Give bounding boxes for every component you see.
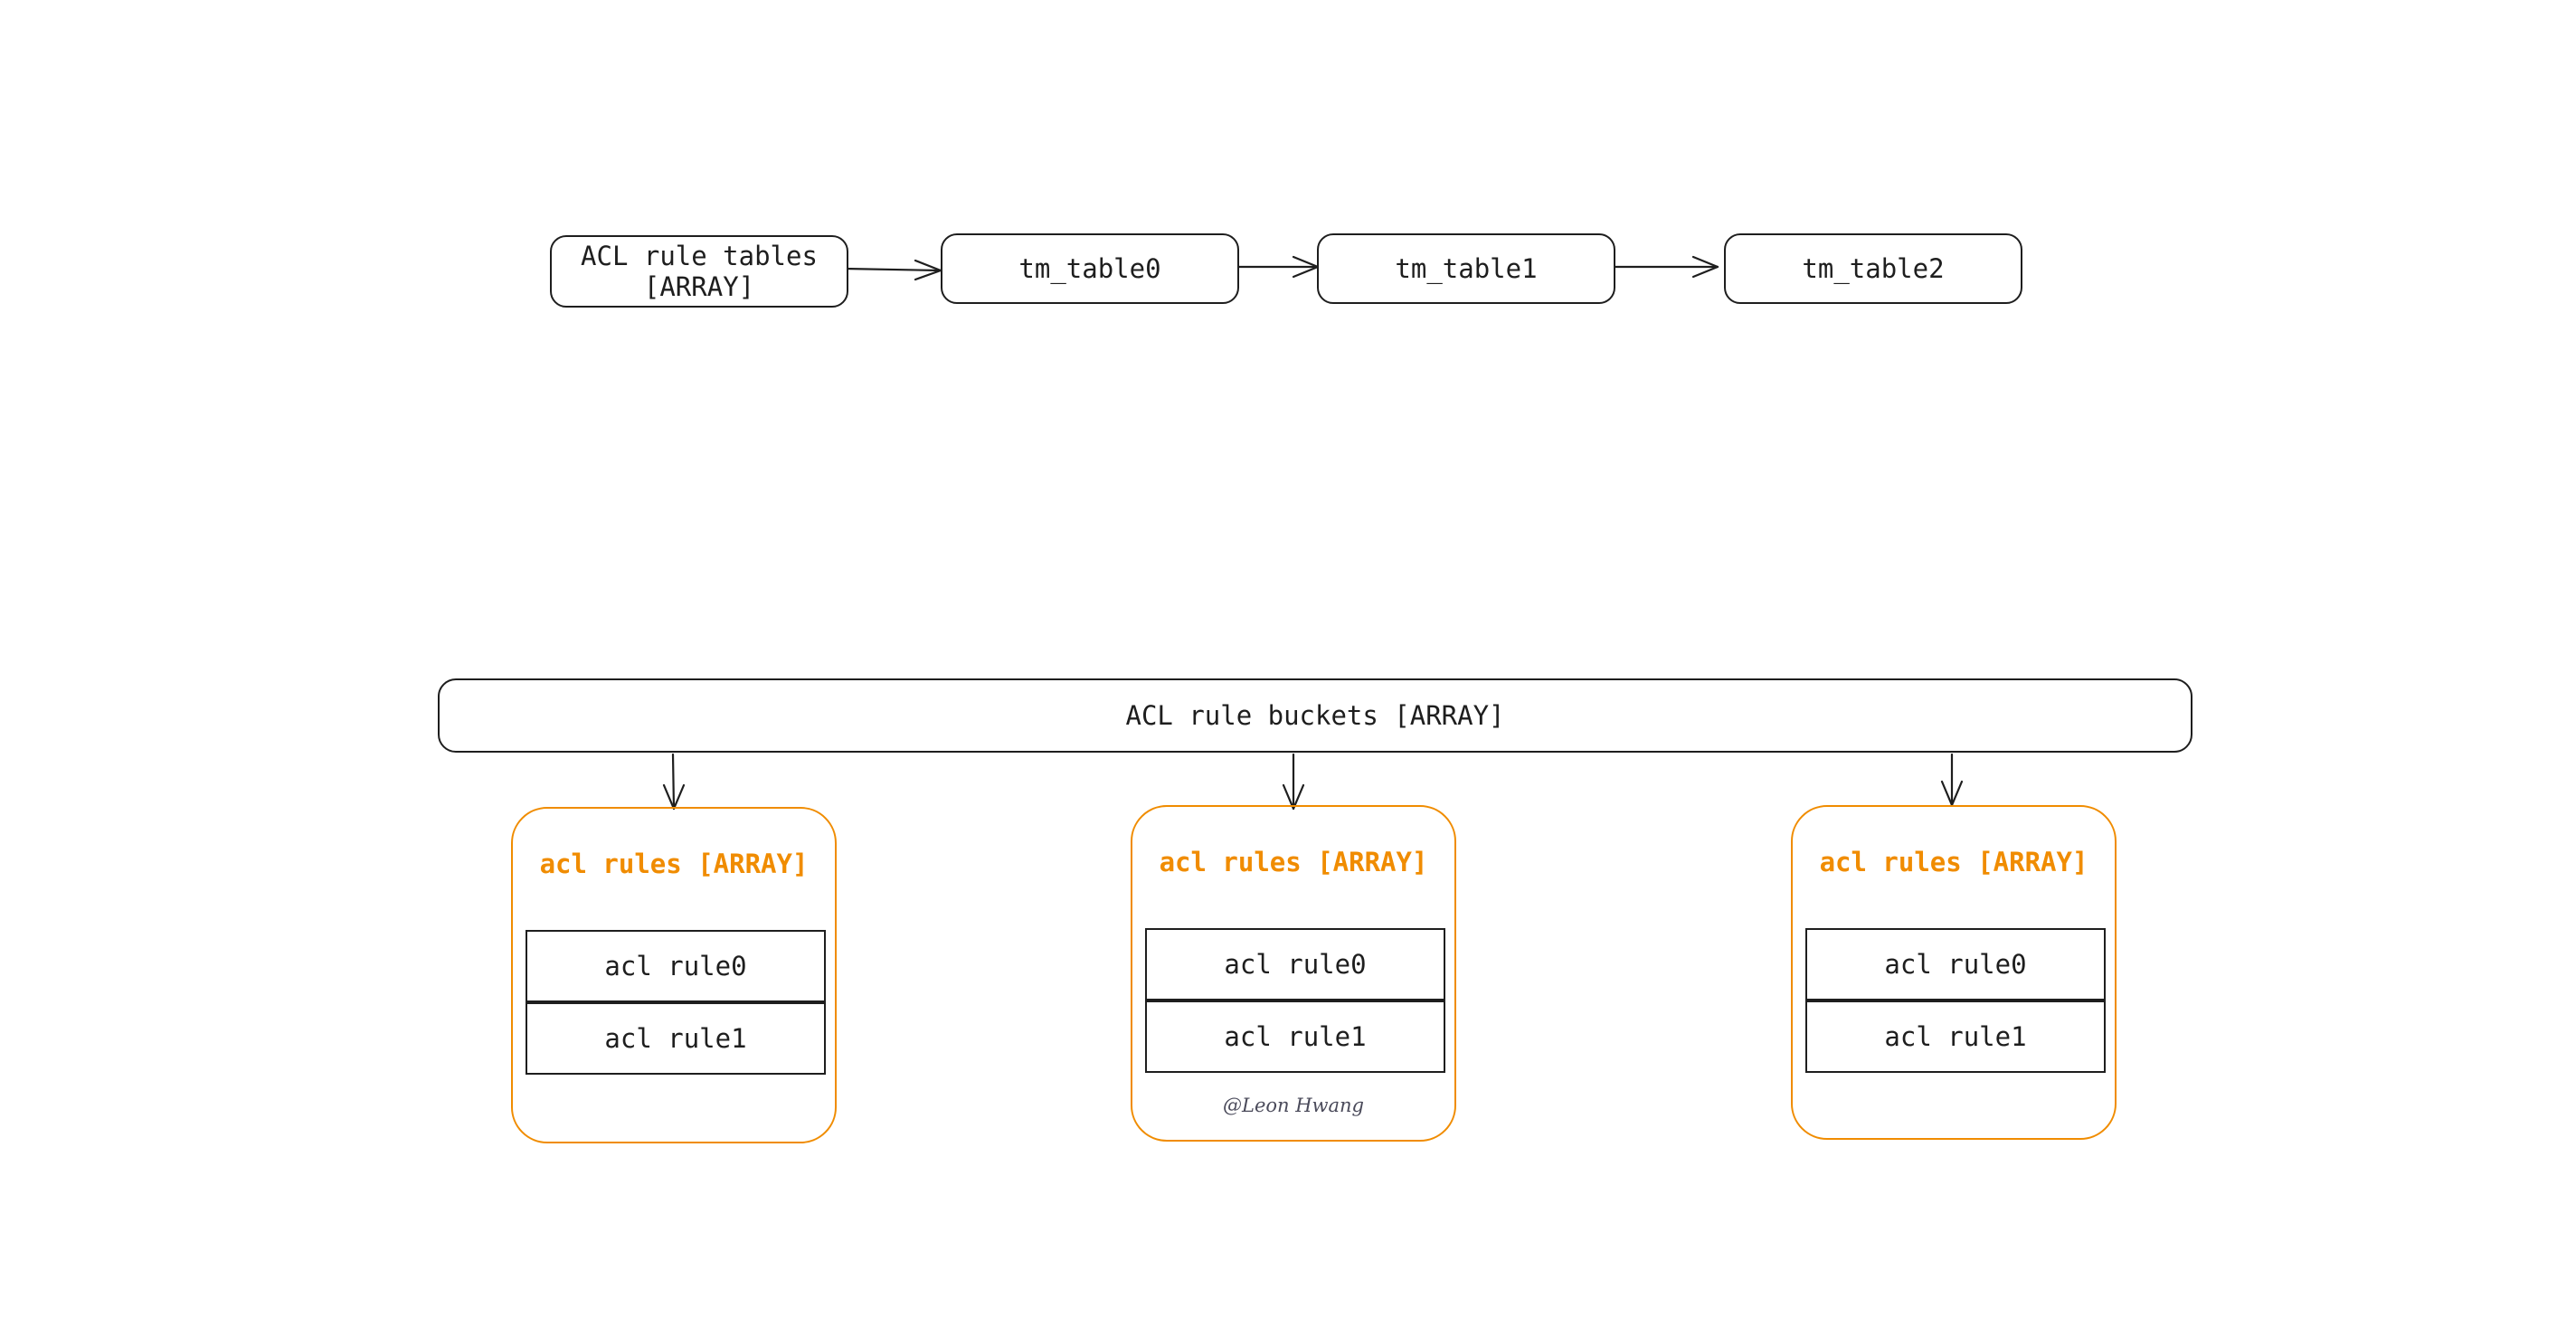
acl-rule-box: acl rule0	[526, 930, 826, 1002]
acl-rule-buckets-bar: ACL rule buckets [ARRAY]	[438, 678, 2192, 753]
arrow-table1-to-table2	[1612, 255, 1719, 279]
arrow-bucket-to-group-2	[1282, 753, 1305, 811]
acl-rule-box: acl rule1	[1145, 1000, 1445, 1073]
acl-rule-label: acl rule1	[604, 1023, 747, 1054]
acl-rule-box: acl rule0	[1805, 928, 2106, 1000]
tm-table2-label: tm_table2	[1802, 253, 1945, 284]
acl-rule-tables-label: ACL rule tables [ARRAY]	[581, 241, 818, 302]
acl-rule-label: acl rule0	[1884, 949, 2027, 980]
acl-rules-group-title: acl rules [ARRAY]	[1159, 847, 1428, 877]
watermark-signature: @Leon Hwang	[1223, 1095, 1364, 1116]
acl-rule-label: acl rule1	[1884, 1021, 2027, 1052]
arrow-bucket-to-group-3	[1940, 753, 1964, 807]
acl-rules-group-1: acl rules [ARRAY] acl rule0 acl rule1	[511, 807, 837, 1143]
acl-rule-label: acl rule1	[1224, 1021, 1367, 1052]
acl-rule-label: acl rule0	[1224, 949, 1367, 980]
arrow-bucket-to-group-1	[662, 753, 686, 811]
tm-table2-node: tm_table2	[1724, 233, 2022, 304]
tm-table0-node: tm_table0	[941, 233, 1239, 304]
acl-rule-buckets-label: ACL rule buckets [ARRAY]	[1125, 700, 1505, 731]
acl-rules-group-3: acl rules [ARRAY] acl rule0 acl rule1	[1791, 805, 2117, 1140]
acl-rules-group-2: acl rules [ARRAY] acl rule0 acl rule1 @L…	[1131, 805, 1456, 1142]
acl-rule-box: acl rule1	[1805, 1000, 2106, 1073]
acl-rule-tables-node: ACL rule tables [ARRAY]	[550, 235, 848, 308]
tm-table0-label: tm_table0	[1018, 253, 1161, 284]
tm-table1-label: tm_table1	[1395, 253, 1538, 284]
acl-rule-label: acl rule0	[604, 951, 747, 981]
acl-rule-box: acl rule1	[526, 1002, 826, 1075]
arrow-table0-to-table1	[1236, 255, 1320, 279]
acl-rules-group-title: acl rules [ARRAY]	[539, 849, 809, 879]
tm-table1-node: tm_table1	[1317, 233, 1615, 304]
acl-rule-box: acl rule0	[1145, 928, 1445, 1000]
arrow-tables-to-table0	[843, 259, 942, 281]
acl-rules-group-title: acl rules [ARRAY]	[1819, 847, 2088, 877]
